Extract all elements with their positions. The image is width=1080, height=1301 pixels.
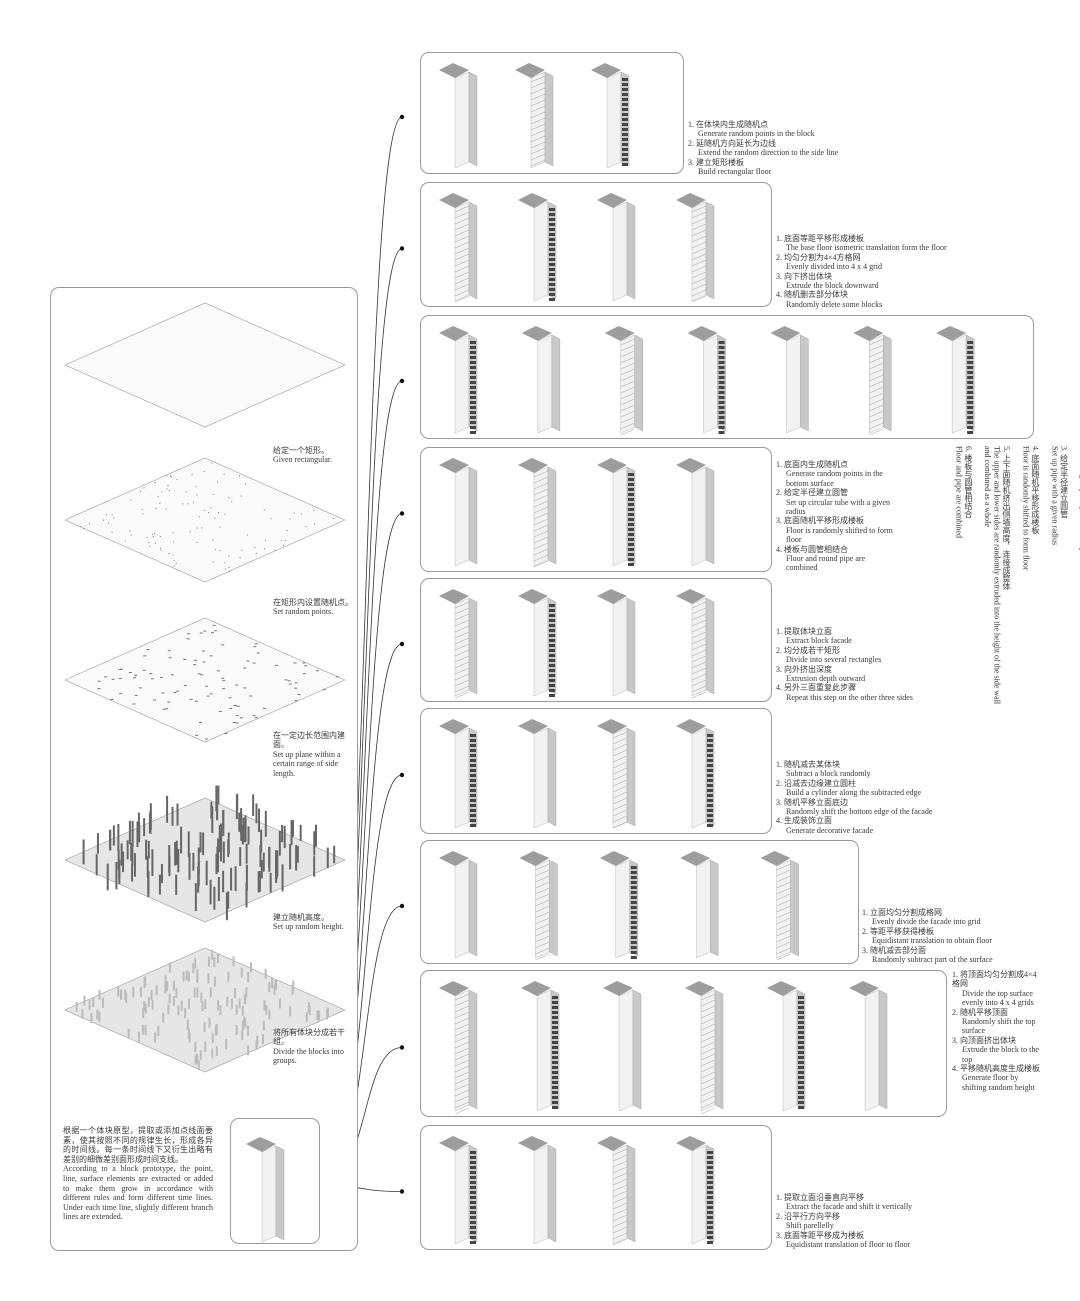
iso-plate-step-3 (65, 618, 345, 742)
tower-figure (936, 326, 974, 434)
tower-figure (518, 458, 556, 567)
tower-figure (853, 326, 891, 435)
tower-figure (597, 458, 635, 566)
iso-plate-step-2 (65, 458, 345, 582)
tower-figure (676, 589, 714, 698)
tower-figure (518, 719, 556, 828)
tower-figure (603, 981, 641, 1111)
tower-figure (676, 458, 714, 566)
tower-figure (518, 589, 556, 697)
tower-figure (439, 589, 477, 698)
tower-figure (515, 63, 553, 168)
tower-figure (597, 193, 635, 301)
left-step-4: 建立随机高度。Set up random height. (273, 913, 359, 932)
tower-figure (767, 981, 805, 1111)
tower-figure (597, 589, 635, 696)
tower-figure (688, 326, 726, 434)
tower-figure (770, 326, 808, 433)
tower-figure (676, 1136, 714, 1244)
tower-figure (676, 193, 714, 302)
tower-figure (676, 719, 714, 828)
tower-figure (439, 981, 477, 1114)
tower-figure (439, 63, 477, 168)
left-step-1: 给定一个矩形。Given rectangular. (273, 446, 359, 465)
tower-figure (439, 851, 477, 958)
left-step-2: 在矩形内设置随机点。Set random points. (273, 598, 359, 617)
left-step-5: 将所有体块分成若干组。Divide the blocks into groups… (273, 1028, 359, 1066)
tower-figure (600, 851, 638, 959)
tower-figure (439, 458, 477, 566)
tower-figure (518, 1136, 556, 1244)
tower-figure (591, 63, 629, 168)
tower-figure (522, 326, 560, 433)
tower-figure (246, 1137, 284, 1242)
iso-plate-step-4 (65, 786, 345, 922)
iso-plate-step-1 (65, 303, 345, 427)
tower-figure (439, 193, 477, 302)
tower-figure (849, 981, 887, 1111)
tower-figure (605, 326, 643, 435)
tower-figure (439, 326, 477, 434)
tower-figure (519, 851, 557, 960)
tower-figure (680, 851, 718, 958)
tower-figure (518, 193, 556, 301)
tower-figure (597, 719, 635, 828)
tower-figure (685, 981, 723, 1114)
tower-figure (439, 719, 477, 828)
intro-text: 根据一个体块原型，提取或添加点线面要素，使其按照不同的规律生长，形成各异的时间线… (63, 1126, 213, 1222)
tower-figure (761, 851, 799, 960)
left-step-3: 在一定边长范围内建面。Set up plane within a certain… (273, 731, 359, 778)
tower-figure (521, 981, 559, 1111)
tower-figure (439, 1136, 477, 1244)
tower-figure (597, 1136, 635, 1245)
